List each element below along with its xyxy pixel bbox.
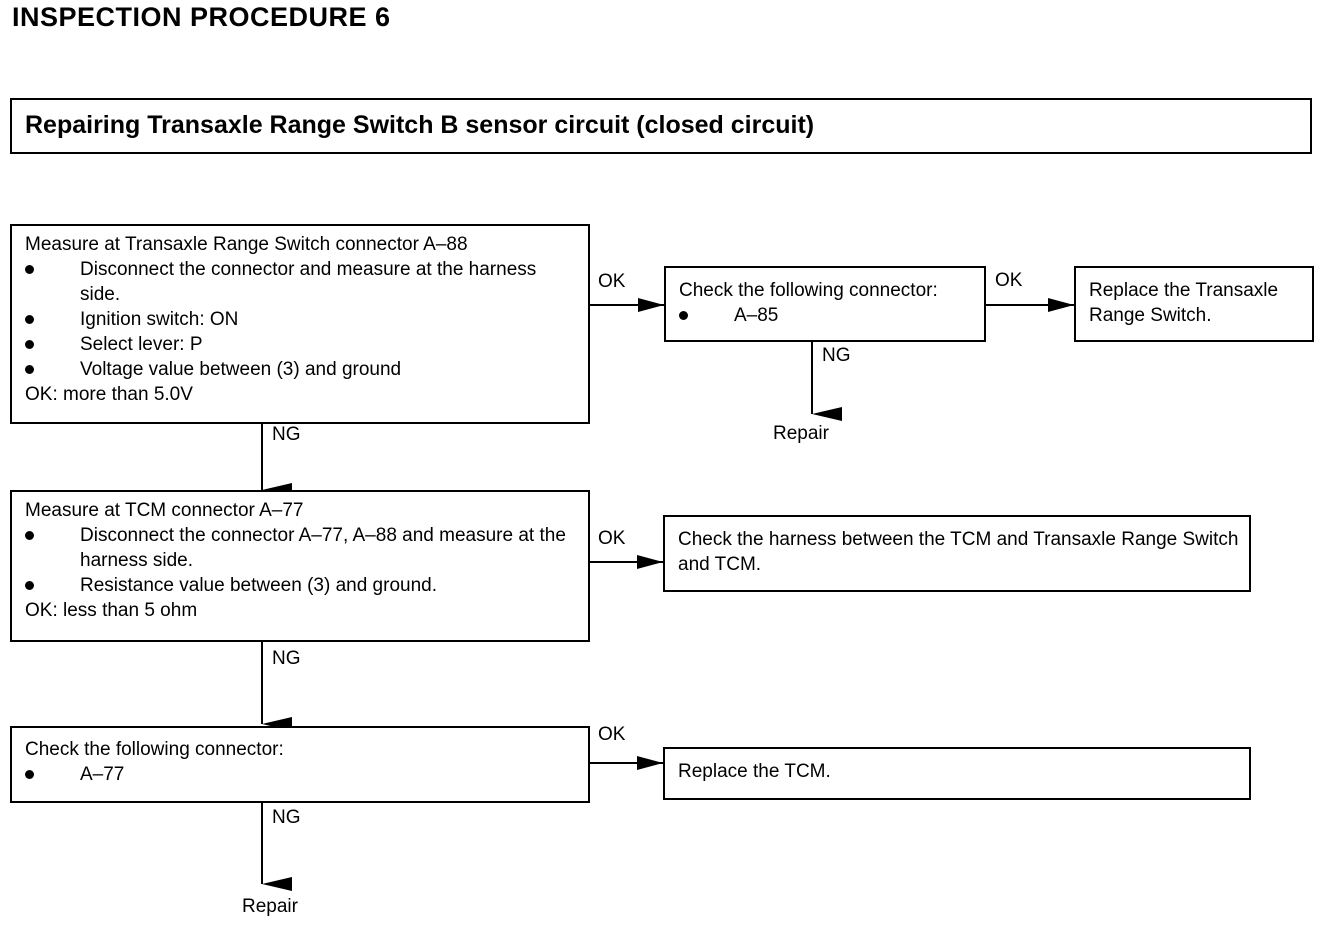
check-a85-box: Check the following connector: A–85 [664, 266, 986, 342]
ok-label-step2: OK [598, 528, 626, 549]
replace-tcm-box: Replace the TCM. [663, 747, 1251, 800]
list-item: A–85 [679, 303, 974, 328]
bullet-icon [25, 581, 34, 590]
ng-label-step3: NG [272, 807, 301, 828]
bullet-icon [25, 365, 34, 374]
step1-list: Disconnect the connector and measure at … [25, 257, 578, 382]
step2-ok-criteria: OK: less than 5 ohm [25, 600, 198, 621]
repair-label-a85: Repair [773, 423, 829, 444]
step2-list: Disconnect the connector A–77, A–88 and … [25, 523, 578, 598]
step1-box: Measure at Transaxle Range Switch connec… [10, 224, 590, 424]
bullet-icon [25, 265, 34, 274]
step3-list: A–77 [25, 762, 578, 787]
ok-label-step3: OK [598, 724, 626, 745]
list-item: Disconnect the connector and measure at … [25, 257, 578, 307]
bullet-icon [25, 340, 34, 349]
check-harness-text: Check the harness between the TCM and Tr… [678, 529, 1239, 575]
step1-ok-criteria: OK: more than 5.0V [25, 384, 193, 405]
list-item: Resistance value between (3) and ground. [25, 573, 578, 598]
bullet-icon [25, 315, 34, 324]
step2-box: Measure at TCM connector A–77 Disconnect… [10, 490, 590, 642]
bullet-icon [25, 531, 34, 540]
ok-label-step1: OK [598, 271, 626, 292]
step2-title: Measure at TCM connector A–77 [25, 500, 304, 521]
procedure-banner: Repairing Transaxle Range Switch B senso… [10, 98, 1312, 154]
page-title: INSPECTION PROCEDURE 6 [12, 2, 391, 32]
step3-box: Check the following connector: A–77 [10, 726, 590, 803]
check-a85-list: A–85 [679, 303, 974, 328]
list-item: Voltage value between (3) and ground [25, 357, 578, 382]
list-item: Ignition switch: ON [25, 307, 578, 332]
ng-label-step1: NG [272, 424, 301, 445]
list-item: A–77 [25, 762, 578, 787]
check-harness-box: Check the harness between the TCM and Tr… [663, 515, 1251, 592]
bullet-icon [25, 770, 34, 779]
banner-text: Repairing Transaxle Range Switch B senso… [25, 111, 815, 139]
ng-label-step2: NG [272, 648, 301, 669]
ok-label-a85: OK [995, 270, 1023, 291]
bullet-icon [679, 311, 688, 320]
replace-switch-box: Replace the Transaxle Range Switch. [1074, 266, 1314, 342]
step1-title: Measure at Transaxle Range Switch connec… [25, 234, 468, 255]
list-item: Disconnect the connector A–77, A–88 and … [25, 523, 578, 573]
repair-label-step3: Repair [242, 896, 298, 917]
replace-switch-text: Replace the Transaxle Range Switch. [1089, 280, 1279, 326]
check-a85-title: Check the following connector: [679, 280, 938, 301]
ng-label-a85: NG [822, 345, 851, 366]
step3-title: Check the following connector: [25, 739, 284, 760]
replace-tcm-text: Replace the TCM. [678, 761, 831, 782]
list-item: Select lever: P [25, 332, 578, 357]
